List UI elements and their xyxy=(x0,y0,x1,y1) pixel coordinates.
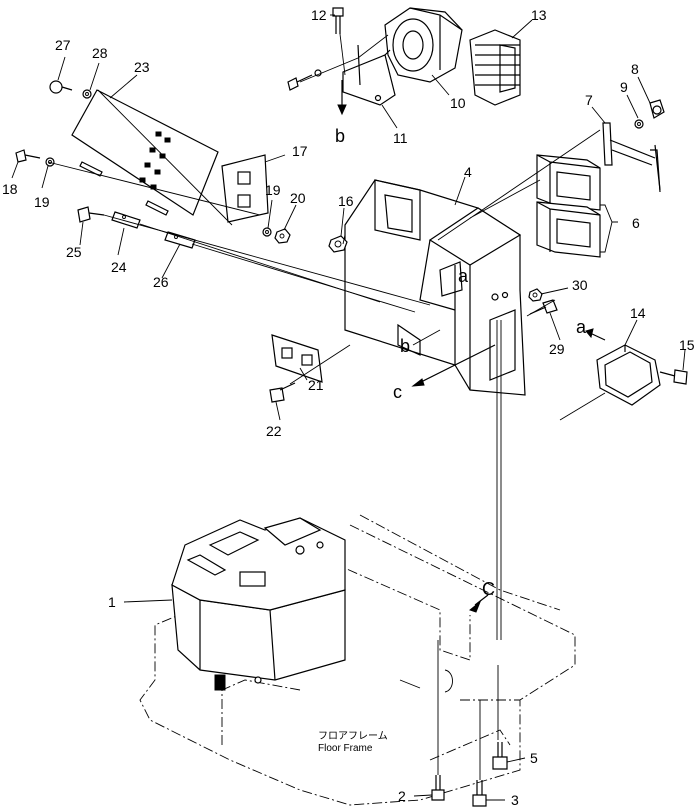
part-17-switch-plate xyxy=(221,154,269,223)
part-9-washer xyxy=(634,119,644,129)
part-7-bracket xyxy=(602,122,661,193)
part-10-housing xyxy=(384,7,463,83)
part-4-upper-console xyxy=(344,179,526,396)
marker-a-box: a xyxy=(458,266,469,286)
callout-9: 9 xyxy=(620,79,628,95)
part-28-washer xyxy=(82,89,92,99)
part-18-screw xyxy=(15,149,41,163)
floor-frame-label-en: Floor Frame xyxy=(318,743,373,754)
callout-26: 26 xyxy=(153,274,169,290)
callout-25: 25 xyxy=(66,244,82,260)
connection-lines xyxy=(47,33,606,780)
callout-21: 21 xyxy=(308,377,324,393)
marker-a-left: a xyxy=(576,317,587,337)
callout-10: 10 xyxy=(450,95,466,111)
part-11-bracket xyxy=(342,44,396,106)
callout-29: 29 xyxy=(549,341,565,357)
callout-19-right: 19 xyxy=(265,182,281,198)
callout-12: 12 xyxy=(311,7,327,23)
callout-7: 7 xyxy=(585,92,593,108)
part-24-bracket xyxy=(111,211,141,229)
part-21-switch-plate xyxy=(271,334,323,383)
callout-30: 30 xyxy=(572,277,588,293)
part-5-bolt xyxy=(492,742,508,770)
letter-markers: b a b c a C xyxy=(335,126,587,599)
part-13-bellows xyxy=(469,29,521,106)
callout-6: 6 xyxy=(632,215,640,231)
part-2-bolt xyxy=(431,775,445,801)
part-25-bolt xyxy=(77,206,105,223)
callout-5: 5 xyxy=(530,750,538,766)
callout-14: 14 xyxy=(630,305,646,321)
callout-8: 8 xyxy=(631,61,639,77)
part-1-console-base xyxy=(171,517,346,691)
arrows xyxy=(337,80,606,613)
marker-c-box: c xyxy=(393,382,402,402)
callout-2: 2 xyxy=(398,788,406,804)
part-19-washer-right xyxy=(262,227,272,237)
callout-22: 22 xyxy=(266,423,282,439)
callout-17: 17 xyxy=(292,143,308,159)
callout-19-left: 19 xyxy=(34,194,50,210)
part-19-washer-left xyxy=(45,157,55,167)
part-27-knob xyxy=(49,80,73,94)
callout-24: 24 xyxy=(111,259,127,275)
marker-b-box: b xyxy=(400,336,410,356)
callout-11: 11 xyxy=(393,130,408,146)
callout-16: 16 xyxy=(338,193,354,209)
part-23-panel xyxy=(71,89,219,216)
callout-1: 1 xyxy=(108,594,116,610)
part-30-nut xyxy=(528,288,543,302)
leader-lines xyxy=(11,14,686,801)
part-20-nut xyxy=(274,228,291,244)
callout-15: 15 xyxy=(679,337,695,353)
callout-3: 3 xyxy=(511,792,519,808)
part-8-clip xyxy=(649,99,665,119)
callout-labels: 1 2 3 4 5 6 7 8 9 10 11 12 13 14 15 16 1… xyxy=(2,7,695,808)
part-6-modules xyxy=(536,154,601,258)
part-15-bolt xyxy=(659,369,688,385)
callout-27: 27 xyxy=(55,37,71,53)
part-22-bolt xyxy=(269,382,296,403)
marker-c-floor: C xyxy=(482,579,495,599)
callout-13: 13 xyxy=(531,7,547,23)
callout-4: 4 xyxy=(464,164,472,180)
callout-20: 20 xyxy=(290,190,306,206)
callout-23: 23 xyxy=(134,59,150,75)
part-3-bolt xyxy=(472,780,487,807)
callout-18: 18 xyxy=(2,181,18,197)
floor-frame: フロアフレーム Floor Frame xyxy=(139,514,576,806)
floor-frame-label-jp: フロアフレーム xyxy=(318,730,388,742)
part-12-bolt xyxy=(332,7,344,34)
callout-28: 28 xyxy=(92,45,108,61)
part-14-unit xyxy=(596,344,661,406)
marker-b-top: b xyxy=(335,126,345,146)
